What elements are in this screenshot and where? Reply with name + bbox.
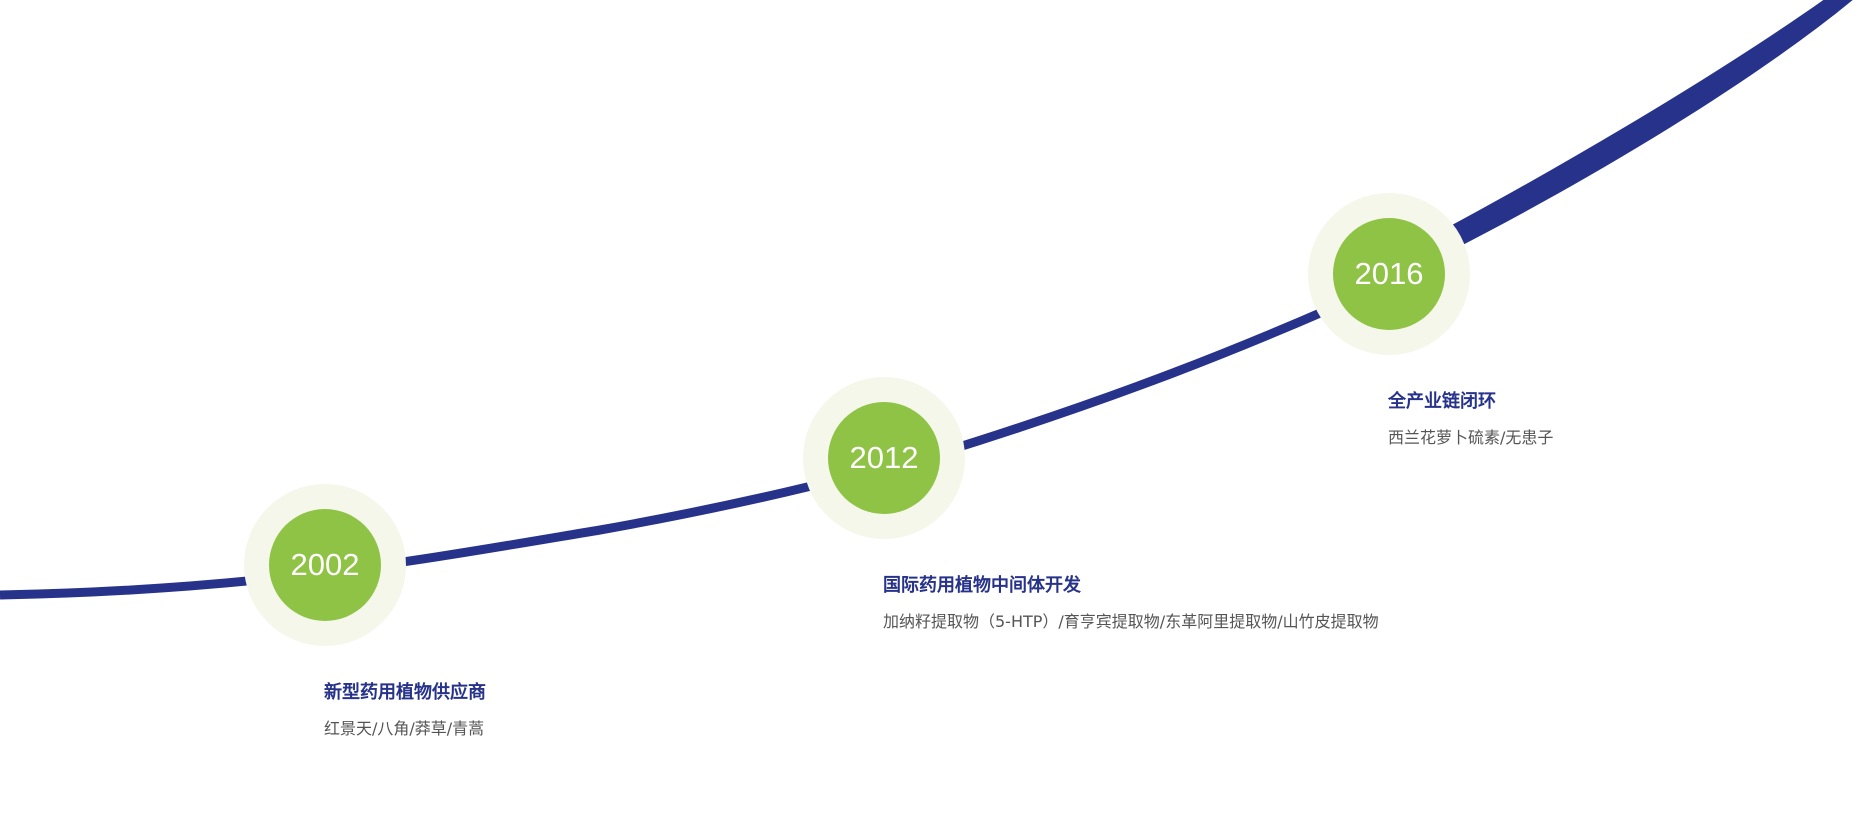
milestone-items: 加纳籽提取物（5-HTP）/育亨宾提取物/东革阿里提取物/山竹皮提取物 — [883, 612, 1379, 632]
milestone-title: 国际药用植物中间体开发 — [883, 575, 1379, 597]
milestone-items: 西兰花萝卜硫素/无患子 — [1388, 428, 1553, 448]
year-node: 2012 — [828, 402, 940, 514]
year-node: 2002 — [269, 509, 381, 621]
milestone-title: 全产业链闭环 — [1388, 391, 1553, 413]
year-label: 2016 — [1355, 256, 1424, 292]
milestone-title: 新型药用植物供应商 — [324, 682, 486, 704]
milestone-items: 红景天/八角/莽草/青蒿 — [324, 719, 486, 739]
year-label: 2002 — [291, 547, 360, 583]
year-label: 2012 — [850, 440, 919, 476]
timeline-curve-lower — [0, 283, 1388, 595]
milestone-caption: 新型药用植物供应商 红景天/八角/莽草/青蒿 — [324, 682, 486, 739]
milestone-caption: 全产业链闭环 西兰花萝卜硫素/无患子 — [1388, 391, 1553, 448]
milestone-caption: 国际药用植物中间体开发 加纳籽提取物（5-HTP）/育亨宾提取物/东革阿里提取物… — [883, 575, 1379, 632]
year-node: 2016 — [1333, 218, 1445, 330]
